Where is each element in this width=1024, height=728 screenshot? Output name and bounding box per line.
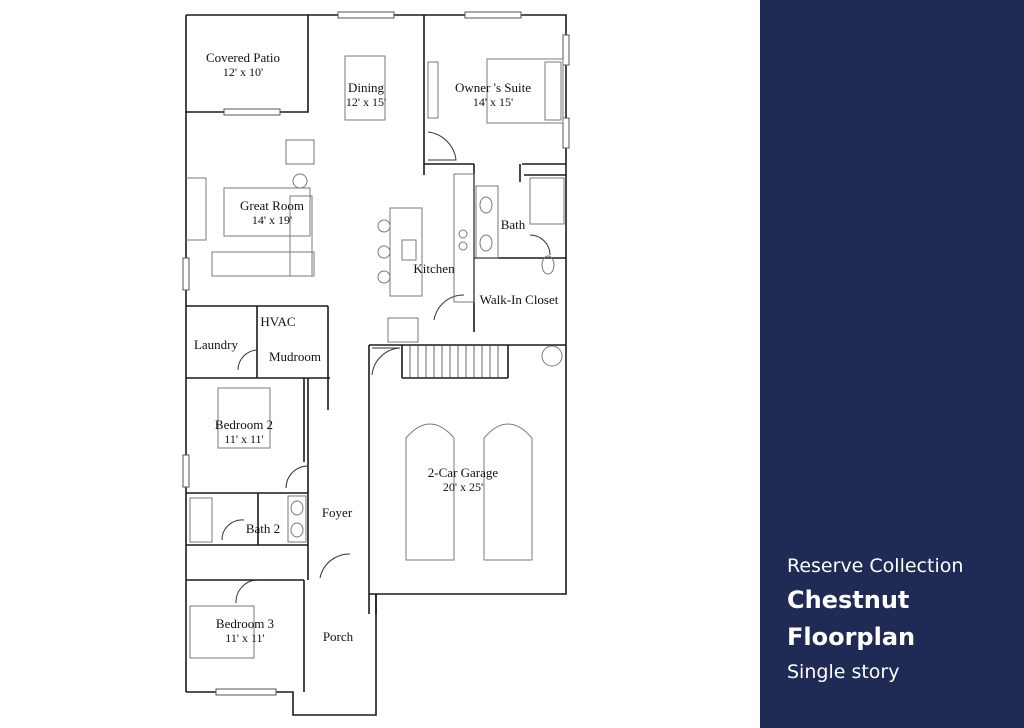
room-labels: Covered Patio 12' x 10' Dining 12' x 15'… xyxy=(194,50,559,645)
windows xyxy=(182,11,570,696)
room-dims: 11' x 11' xyxy=(224,432,263,446)
room-dims: 11' x 11' xyxy=(225,631,264,645)
room-label: Foyer xyxy=(322,505,353,520)
room-label: Dining xyxy=(348,80,385,95)
room-label: Laundry xyxy=(194,337,239,352)
room-label: Walk-In Closet xyxy=(480,292,559,307)
room-label: Bath 2 xyxy=(246,521,280,536)
room-dims: 12' x 10' xyxy=(223,65,263,79)
room-dims: 14' x 15' xyxy=(473,95,513,109)
room-label: Mudroom xyxy=(269,349,321,364)
room-label: Porch xyxy=(323,629,354,644)
plan-name-line-2: Floorplan xyxy=(787,623,916,651)
room-label: Owner 's Suite xyxy=(455,80,531,95)
info-panel: Reserve Collection Chestnut Floorplan Si… xyxy=(760,0,1024,728)
plan-subtitle: Single story xyxy=(787,661,900,683)
doors xyxy=(221,131,551,604)
panel-text-block: Reserve Collection Chestnut Floorplan Si… xyxy=(787,550,963,688)
floorplan-svg: Covered Patio 12' x 10' Dining 12' x 15'… xyxy=(182,11,570,716)
room-label: 2-Car Garage xyxy=(428,465,499,480)
room-label: Covered Patio xyxy=(206,50,280,65)
room-dims: 20' x 25' xyxy=(443,480,483,494)
room-label: HVAC xyxy=(260,314,295,329)
room-dims: 12' x 15' xyxy=(346,95,386,109)
floorplan-drawing: Covered Patio 12' x 10' Dining 12' x 15'… xyxy=(182,11,570,716)
plan-name-line-1: Chestnut xyxy=(787,586,910,614)
room-label: Bedroom 3 xyxy=(216,616,274,631)
room-label: Bath xyxy=(501,217,526,232)
stairs xyxy=(409,345,499,378)
room-dims: 14' x 19' xyxy=(252,213,292,227)
collection-name: Reserve Collection xyxy=(787,555,964,577)
room-label: Great Room xyxy=(240,198,304,213)
room-label: Bedroom 2 xyxy=(215,417,273,432)
room-label: Kitchen xyxy=(413,261,455,276)
furniture xyxy=(186,55,565,659)
